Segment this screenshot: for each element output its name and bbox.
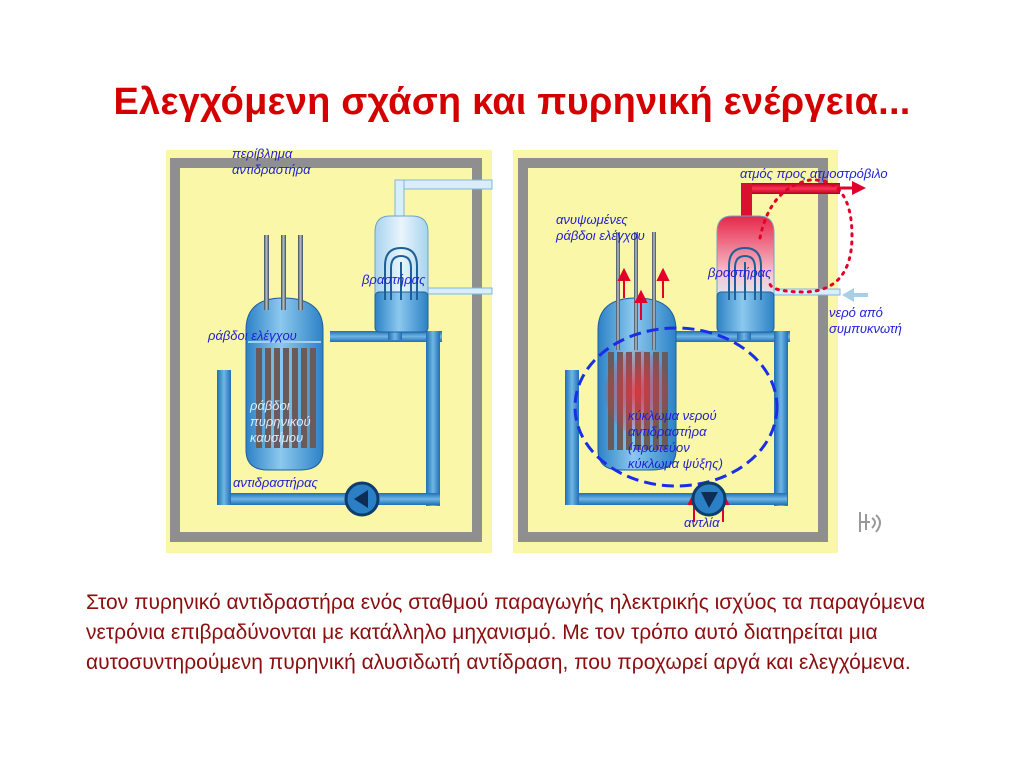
- left-containment-wall: [170, 158, 482, 542]
- label-raised-rods: ανυψωμένες ράβδοι ελέγχου: [556, 212, 645, 243]
- left-pump-icon: [344, 481, 380, 517]
- right-raised-control-rods: [616, 232, 656, 350]
- core-heat-glow: [605, 350, 669, 434]
- right-containment-wall: [518, 158, 828, 542]
- left-primary-loop: [217, 320, 442, 506]
- label-pump: αντλία: [684, 515, 720, 530]
- inflow-arrow-icon: [842, 288, 868, 302]
- right-primary-loop: [565, 320, 790, 506]
- right-pump-icon: [691, 481, 727, 517]
- label-right-boiler: βραστήρας: [708, 265, 772, 280]
- right-panel: [513, 150, 854, 553]
- label-steam-to-turbine: ατμός προς ατμοστρόβιλο: [740, 166, 888, 181]
- label-primary-loop: κύκλωμα νερού αντιδραστήρα (πρωτεύον κύκ…: [628, 408, 723, 471]
- left-panel-background: [166, 150, 492, 553]
- reactor-diagram: [166, 150, 868, 553]
- steam-circuit-dotted: [758, 178, 854, 294]
- label-condenser-water: νερό από συμπυκνωτή: [829, 305, 902, 336]
- label-left-boiler: βραστήρας: [362, 272, 426, 287]
- left-control-rods: [264, 235, 303, 310]
- left-fuel-rods: [256, 348, 316, 448]
- speaker-icon[interactable]: [856, 508, 890, 538]
- slide-title: Ελεγχόμενη σχάση και πυρηνική ενέργεια..…: [113, 81, 911, 124]
- label-left-control-rods: ράβδοι ελέγχου: [208, 328, 297, 343]
- left-steam-pipe: [394, 179, 493, 223]
- left-panel: [166, 150, 493, 553]
- slide-caption: Στον πυρηνικό αντιδραστήρα ενός σταθμού …: [86, 591, 926, 674]
- right-reactor-vessel: [597, 232, 677, 471]
- label-reactor: αντιδραστήρας: [233, 475, 318, 490]
- arrow-right-icon: [838, 181, 866, 195]
- primary-loop-dashed-circle: [573, 326, 779, 488]
- label-fuel-rods: ράβδοι πυρηνικού καυσίμου: [250, 398, 311, 445]
- label-containment: περίβλημα αντιδραστήρα: [232, 146, 311, 177]
- right-steam-pipe: [741, 183, 840, 223]
- left-boiler: [374, 215, 429, 333]
- left-reactor-vessel: [245, 235, 324, 471]
